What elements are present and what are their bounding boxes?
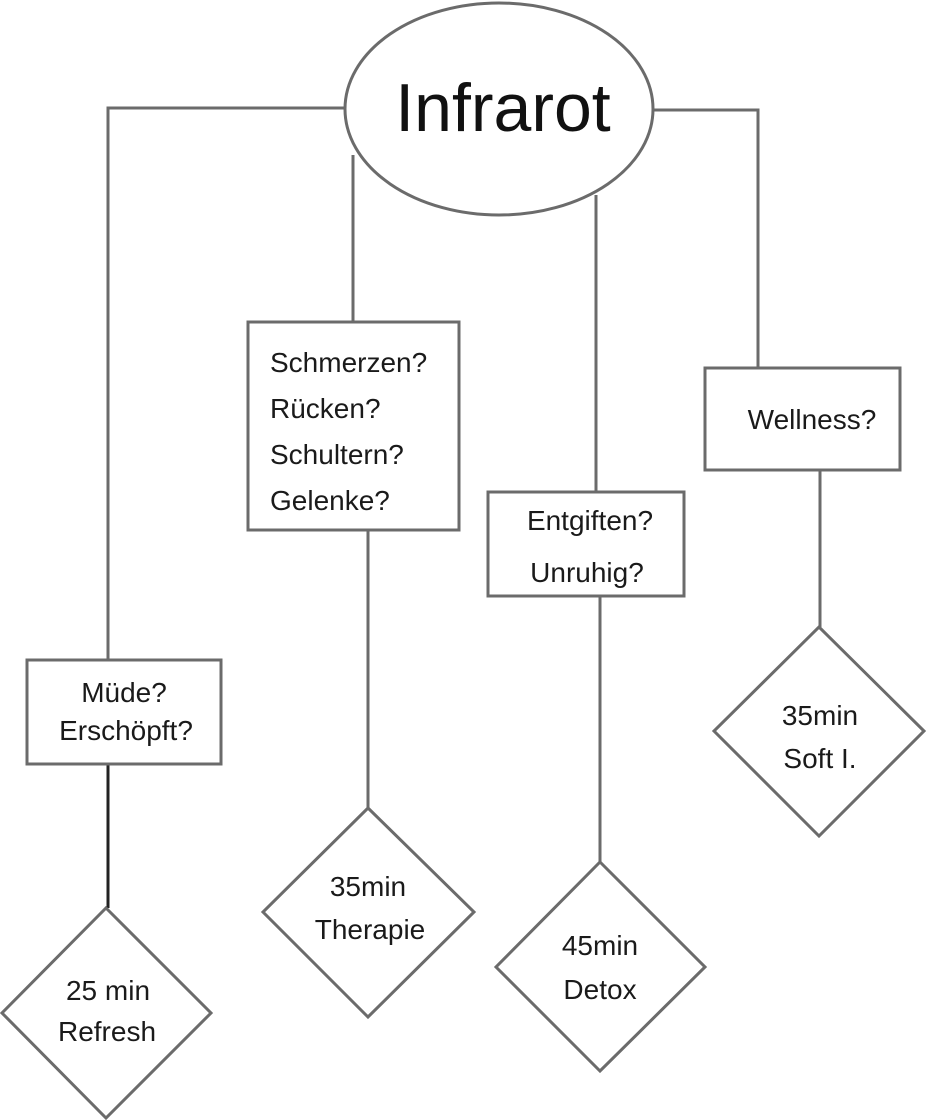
question-box-detox <box>486 490 686 598</box>
result-diamond-detox <box>493 859 708 1074</box>
question-text: Müde? <box>81 677 167 708</box>
result-text: Soft I. <box>783 743 856 774</box>
result-text: 45min <box>562 930 638 961</box>
question-box-pain <box>246 320 461 532</box>
result-text: Therapie <box>315 914 426 945</box>
question-box-wellness <box>703 366 902 472</box>
result-text: 35min <box>330 871 406 902</box>
root-label: Infrarot <box>395 70 611 146</box>
question-text: Erschöpft? <box>59 715 193 746</box>
question-box-tired <box>25 658 223 766</box>
result-text: Refresh <box>58 1016 156 1047</box>
connector-root-wellness <box>654 108 760 368</box>
question-text: Entgiften? <box>527 505 653 536</box>
question-text: Gelenke? <box>270 485 390 516</box>
question-text: Schmerzen? <box>270 347 427 378</box>
result-diamond-wellness <box>711 624 927 839</box>
connector-root-tired <box>106 106 345 660</box>
result-text: Detox <box>563 974 636 1005</box>
result-text: 25 min <box>66 975 150 1006</box>
result-text: 35min <box>782 700 858 731</box>
question-text: Unruhig? <box>530 557 644 588</box>
root-node: Infrarot <box>343 1 655 217</box>
result-diamond-pain <box>260 805 477 1020</box>
question-text: Wellness? <box>748 404 877 435</box>
question-text: Rücken? <box>270 393 381 424</box>
question-text: Schultern? <box>270 439 404 470</box>
result-diamond-tired <box>0 905 214 1120</box>
